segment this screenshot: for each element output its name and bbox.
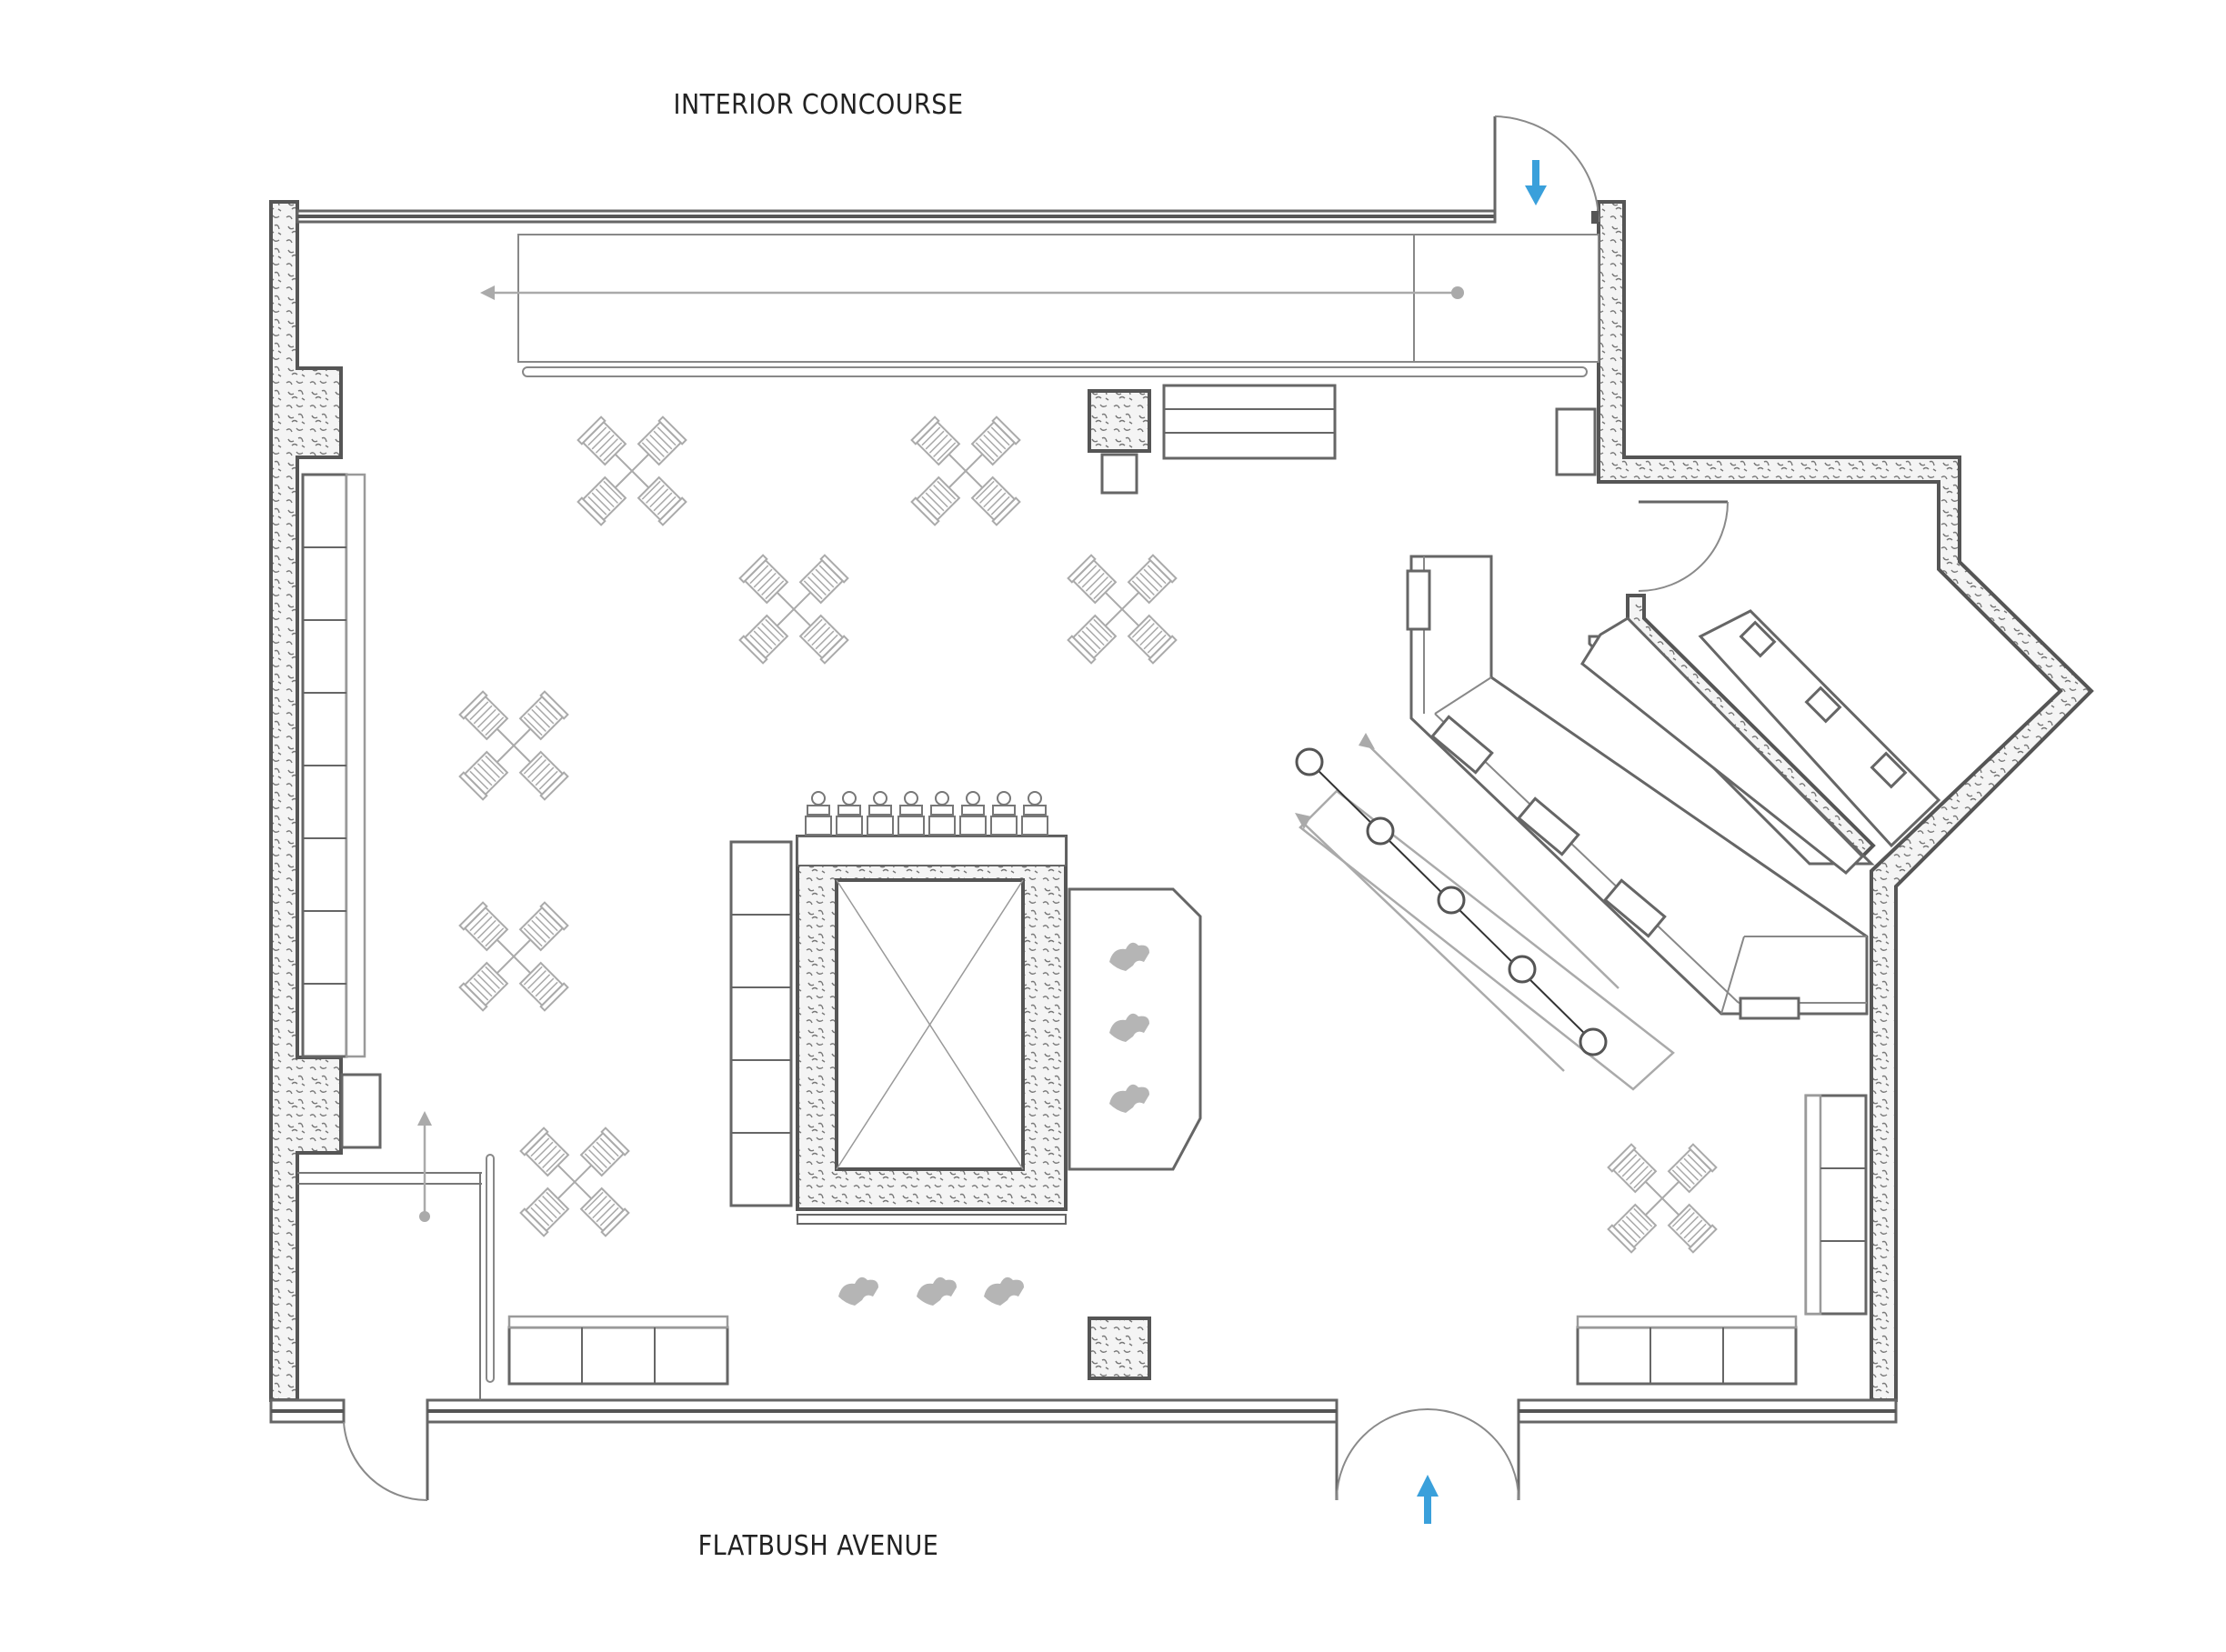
circulation-arrow-icon [480, 285, 495, 300]
circulation-arrow-icon [1359, 733, 1375, 749]
right-wall-bench [1804, 1094, 1868, 1316]
angled-retail-counter [1406, 555, 1869, 1020]
flatbush-avenue-label: FLATBUSH AVENUE [697, 1530, 939, 1562]
side-door [1638, 500, 1729, 592]
main-entry-doors [1335, 1408, 1520, 1501]
central-island [729, 791, 1202, 1225]
storage-room [297, 1111, 495, 1400]
storefront-glazing [269, 209, 1898, 1424]
bottom-benches [507, 1315, 1798, 1386]
circulation-arrow-icon [417, 1111, 432, 1126]
entry-arrow-icon [1417, 1475, 1439, 1524]
display-fixtures [340, 384, 1597, 1380]
interior-concourse-label: INTERIOR CONCOURSE [673, 89, 964, 121]
bottom-left-door [343, 1421, 429, 1502]
top-entry-door [1493, 115, 1599, 224]
angled-back-counter [1580, 609, 1941, 876]
display-rail [1295, 733, 1675, 1091]
left-wall-bench [301, 473, 366, 1058]
circulation-arrow-icon [1295, 813, 1311, 829]
entry-arrow-icon [1525, 160, 1547, 205]
top-counter [480, 234, 1599, 377]
